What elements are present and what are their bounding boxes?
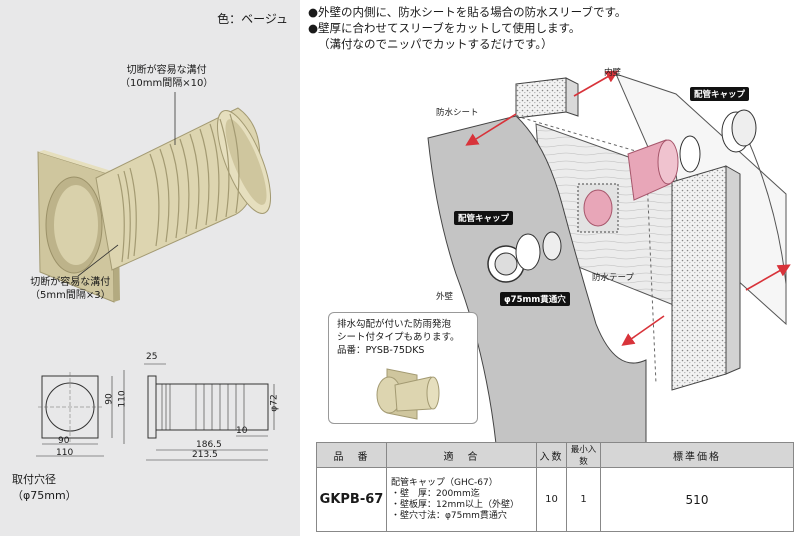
alt-product-note: 排水勾配が付いた防雨発泡 シート付タイプもあります。 品番：PYSB-75DKS — [328, 312, 478, 424]
table-header-row: 品 番 適 合 入数 最小入数 標準価格 — [316, 442, 794, 468]
arrow-bottom — [621, 315, 665, 346]
pipe-cap-left-icon — [487, 231, 562, 283]
side-view — [147, 375, 157, 439]
dim-phi72: φ72 — [269, 394, 280, 412]
dim-side-110: 110 — [117, 390, 128, 408]
technical-drawing — [36, 363, 275, 461]
th-price: 標準価格 — [600, 442, 794, 468]
outer-wall — [427, 115, 647, 444]
sleeve-product-image — [37, 92, 272, 303]
label-inner-wall: 内壁 — [604, 68, 622, 78]
color-label: 色：ベージュ — [217, 12, 288, 26]
bullet-1: ●外壁の内側に、防水シートを貼る場合の防水スリーブです。 — [308, 5, 627, 19]
bullet-3: （溝付なのでニッパでカットするだけです。） — [318, 37, 553, 51]
mount-hole-label: 取付穴径 （φ75mm） — [12, 473, 77, 502]
arrow-sheet — [465, 113, 517, 146]
right-stud — [671, 165, 727, 391]
dim-25: 25 — [146, 352, 158, 362]
feature-bullets: ●外壁の内側に、防水シートを貼る場合の防水スリーブです。 ●壁厚に合わせてスリー… — [308, 4, 626, 52]
installation-illustration — [427, 70, 791, 444]
dim-10: 10 — [236, 426, 248, 436]
dim-front-90: 90 — [58, 436, 70, 446]
arrow-right — [745, 264, 791, 291]
spec-table: 品 番 適 合 入数 最小入数 標準価格 GKPB-67 配管キャップ（GHC-… — [316, 442, 794, 532]
dim-front-110: 110 — [56, 448, 74, 458]
dim-side-90: 90 — [104, 393, 115, 405]
cell-min-qty: 1 — [566, 467, 601, 532]
label-waterproof-sheet: 防水シート — [436, 108, 479, 118]
th-min-qty: 最小入数 — [566, 442, 601, 468]
alt-sleeve-image — [376, 368, 440, 420]
cell-code: GKPB-67 — [316, 467, 387, 532]
groove-5mm-callout: 切断が容易な溝付 （5mm間隔×3） — [30, 277, 111, 301]
product-panel: 色：ベージュ 切断が容易な溝付 — [0, 0, 300, 536]
th-code: 品 番 — [316, 442, 387, 468]
arrow-inner — [573, 70, 619, 97]
cell-price: 510 — [600, 467, 794, 532]
cell-qty: 10 — [536, 467, 567, 532]
label-outer-wall: 外壁 — [436, 292, 454, 302]
th-compat: 適 合 — [386, 442, 537, 468]
dim-213-5: 213.5 — [192, 450, 218, 460]
pipe-cap-top-icon — [721, 109, 757, 153]
cell-compat: 配管キャップ（GHC-67） ・壁 厚：200mm迄 ・壁板厚：12mm以上（外… — [386, 467, 537, 532]
th-qty: 入数 — [536, 442, 567, 468]
label-waterproof-tape: 防水テープ — [592, 273, 634, 283]
tag-pipe-cap-left: 配管キャップ — [454, 211, 514, 225]
groove-10mm-callout: 切断が容易な溝付 （10mm間隔×10） — [120, 65, 214, 89]
table-row: GKPB-67 配管キャップ（GHC-67） ・壁 厚：200mm迄 ・壁板厚：… — [316, 467, 794, 532]
bullet-2: ●壁厚に合わせてスリーブをカットして使用します。 — [308, 21, 581, 35]
dim-186-5: 186.5 — [196, 440, 222, 450]
tag-hole: φ75mm貫通穴 — [500, 292, 570, 306]
tag-pipe-cap-top: 配管キャップ — [690, 87, 750, 101]
